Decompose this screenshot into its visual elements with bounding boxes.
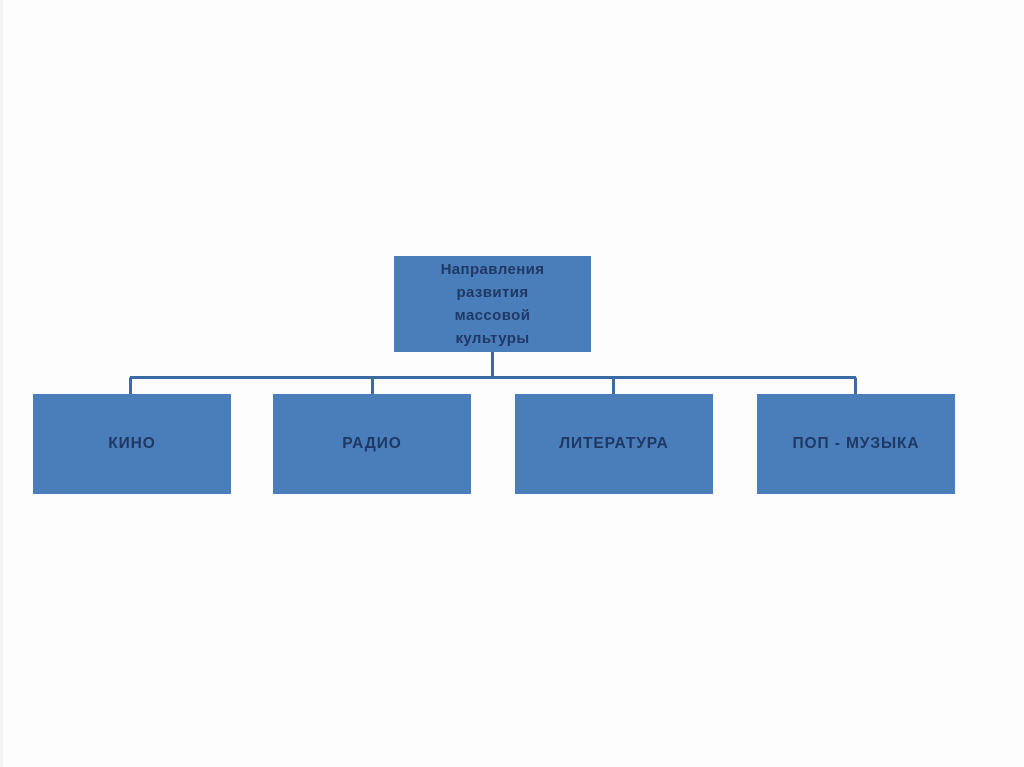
node-child-radio[interactable]: РАДИО	[273, 394, 471, 494]
node-child-pop-muzyka[interactable]: ПОП - МУЗЫКА	[757, 394, 955, 494]
node-root[interactable]: Направления развития массовой культуры	[394, 256, 591, 352]
node-root-label: Направления развития массовой культуры	[440, 261, 545, 347]
node-child-pop-muzyka-label: ПОП - МУЗЫКА	[792, 435, 920, 452]
node-child-kino-label: КИНО	[108, 435, 156, 452]
node-child-literatura[interactable]: ЛИТЕРАТУРА	[515, 394, 713, 494]
node-child-radio-label: РАДИО	[342, 435, 402, 452]
node-child-kino[interactable]: КИНО	[33, 394, 231, 494]
node-child-literatura-label: ЛИТЕРАТУРА	[559, 435, 669, 452]
